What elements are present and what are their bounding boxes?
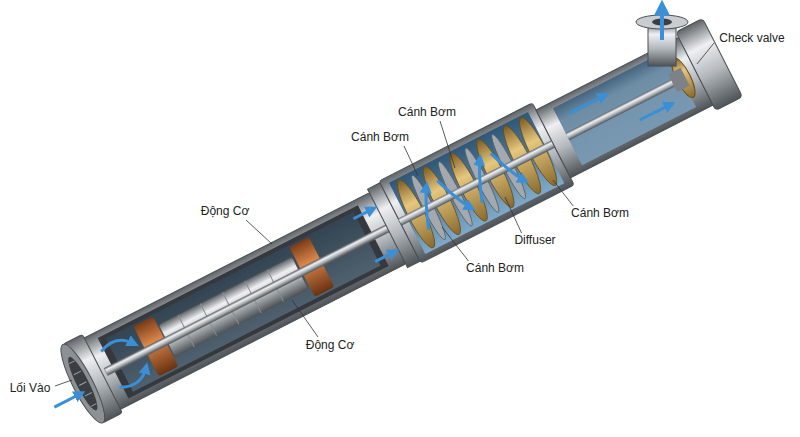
part-label: Động Cơ — [304, 338, 357, 353]
part-label: Động Cơ — [199, 204, 252, 219]
part-label: Cánh Bơm — [349, 130, 411, 145]
part-label: Cánh Bơm — [569, 206, 631, 221]
outlet-pipe — [636, 6, 688, 66]
part-label: Check valve — [717, 31, 786, 46]
leader-lines — [55, 43, 714, 386]
part-label: Cánh Bơm — [464, 261, 526, 276]
part-label: Cánh Bơm — [396, 105, 458, 120]
part-label: Diffuser — [512, 233, 557, 248]
part-label: Lối Vào — [8, 381, 53, 396]
pump-body — [30, 17, 744, 437]
